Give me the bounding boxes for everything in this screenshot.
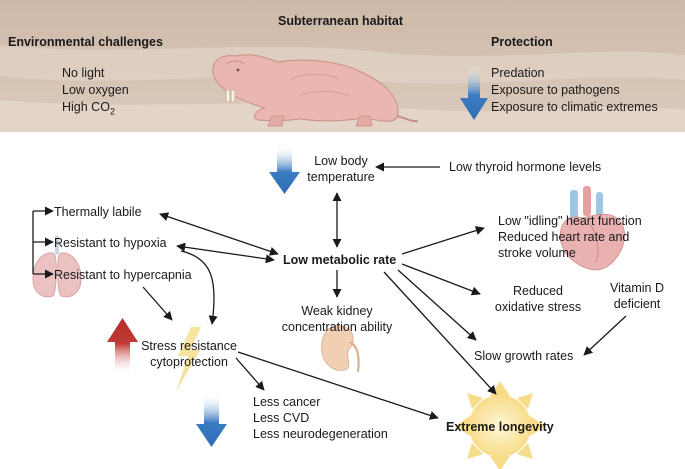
low-body-temperature-line: temperature (307, 170, 375, 184)
outcome-item: Less cancer (253, 395, 321, 409)
oxidative-stress-line: oxidative stress (494, 300, 582, 314)
arrow-metabolic-to-oxidative (401, 263, 481, 296)
outcomes-label: Less cancer Less CVD Less neurodegenerat… (253, 394, 388, 442)
arrow-metabolic-to-longevity (383, 271, 497, 395)
left-bracket-arrows (32, 206, 54, 279)
mole-rat-icon (212, 54, 419, 127)
kidney-label: Weak kidney concentration ability (274, 303, 400, 335)
arrow-metabolic-to-heart (401, 226, 485, 255)
kidney-line: Weak kidney (301, 304, 373, 318)
arrow-stress-to-longevity (237, 351, 439, 420)
resistant-hypoxia-label: Resistant to hypoxia (54, 236, 167, 250)
arrow-hypoxia-metabolic (176, 242, 275, 264)
heart-function-line: Low "idling" heart function (498, 214, 642, 228)
challenges-heading: Environmental challenges (8, 35, 163, 49)
blue-down-arrow-protection (460, 65, 488, 120)
challenge-item: Low oxygen (62, 83, 129, 97)
protection-item: Predation (491, 66, 545, 80)
heart-function-line: Reduced heart rate and (498, 230, 630, 244)
lightning-bolt-icon (176, 327, 201, 392)
low-body-temperature-line: Low body (314, 154, 368, 168)
thermally-labile-label: Thermally labile (54, 205, 142, 219)
stress-resistance-line: cytoprotection (150, 355, 228, 369)
arrow-hypercapnia-to-stress (142, 286, 173, 321)
protection-item: Exposure to climatic extremes (491, 100, 658, 114)
lungs-icon (32, 236, 82, 298)
low-body-temperature: Low body temperature (302, 153, 380, 185)
blue-down-arrow-temperature (269, 145, 300, 194)
stress-resistance-line: Stress resistance (141, 339, 237, 353)
soil-stratum (0, 45, 685, 84)
arrow-stress-to-outcomes (235, 357, 265, 391)
oxidative-stress-line: Reduced (512, 284, 564, 298)
extreme-longevity-label: Extreme longevity (446, 420, 554, 434)
vitamin-d-label: Vitamin D deficient (600, 280, 674, 312)
co2-subscript: 2 (109, 106, 115, 117)
sun-icon (455, 381, 545, 469)
outcome-item: Less neurodegeneration (253, 427, 388, 441)
outcome-item: Less CVD (253, 411, 310, 425)
arrow-vitamin-to-growth (583, 315, 627, 356)
vitamin-d-line: Vitamin D (610, 281, 664, 295)
protection-item: Exposure to pathogens (491, 83, 620, 97)
kidney-line: concentration ability (281, 320, 393, 334)
co2-label: High CO (62, 100, 110, 114)
oxidative-stress-label: Reduced oxidative stress (486, 283, 590, 315)
thyroid-label: Low thyroid hormone levels (449, 160, 602, 174)
arrow-thermal-metabolic (159, 212, 279, 256)
arrow-hypoxia-to-stress (180, 250, 218, 325)
heart-icon (559, 186, 625, 271)
slow-growth-label: Slow growth rates (474, 349, 574, 363)
challenge-item: No light (62, 66, 105, 80)
stress-resistance-label: Stress resistance cytoprotection (130, 338, 248, 370)
red-up-arrow-stress (107, 318, 138, 375)
vitamin-d-line: deficient (613, 297, 661, 311)
blue-down-arrow-outcomes (196, 393, 227, 447)
habitat-title: Subterranean habitat (278, 14, 404, 28)
resistant-hypercapnia-label: Resistant to hypercapnia (54, 268, 192, 282)
kidney-icon (321, 325, 360, 373)
protection-heading: Protection (491, 35, 553, 49)
arrow-metabolic-to-growth (397, 269, 477, 341)
heart-function-line: stroke volume (498, 246, 576, 260)
heart-function-label: Low "idling" heart function Reduced hear… (498, 213, 642, 261)
metabolic-rate-label: Low metabolic rate (283, 253, 397, 267)
challenge-item-co2: High CO2 (62, 99, 115, 120)
